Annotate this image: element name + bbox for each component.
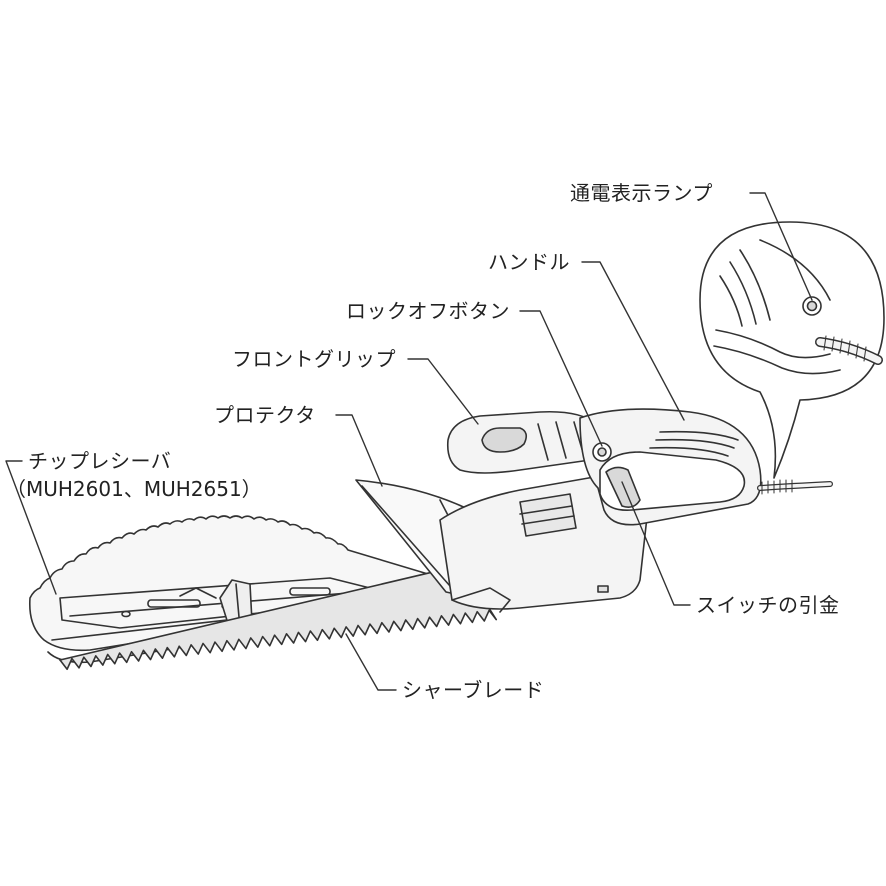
leader-protector — [335, 414, 383, 487]
leader-chip-receiver — [5, 460, 57, 595]
label-shear-blade: シャーブレード — [402, 678, 545, 702]
trimmer-body — [439, 408, 833, 613]
label-handle: ハンドル — [488, 250, 570, 274]
label-chip-receiver: チップレシーバ — [28, 449, 172, 473]
leader-power-lamp — [749, 192, 813, 301]
leader-switch-trigger — [621, 481, 691, 606]
label-chip-receiver-models: （MUH2601、MUH2651） — [6, 477, 262, 501]
leader-front-grip — [407, 358, 479, 425]
leader-shear-blade — [345, 633, 397, 691]
label-lock-off-button: ロックオフボタン — [346, 299, 510, 323]
shear-blade — [59, 564, 498, 671]
leader-lines — [5, 192, 813, 691]
magnified-inset — [699, 221, 885, 479]
label-switch-trigger: スイッチの引金 — [696, 593, 840, 617]
label-protector: プロテクタ — [214, 403, 316, 427]
label-power-lamp: 通電表示ランプ — [570, 181, 713, 205]
label-front-grip: フロントグリップ — [232, 347, 396, 371]
leader-handle — [581, 261, 685, 421]
leader-lock-off — [519, 310, 603, 447]
